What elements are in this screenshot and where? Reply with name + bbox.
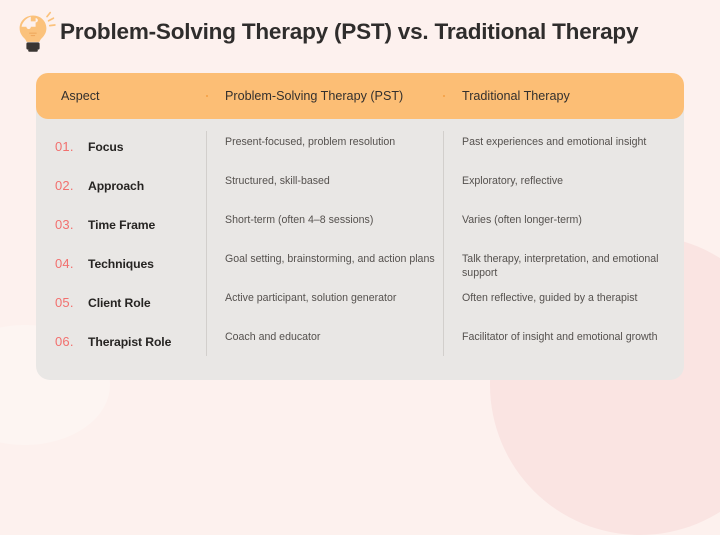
body-divider-1 bbox=[206, 131, 207, 356]
row-label: Techniques bbox=[88, 256, 154, 271]
table-row: 01. Focus Present-focused, problem resol… bbox=[36, 127, 684, 166]
cell-traditional: Facilitator of insight and emotional gro… bbox=[443, 322, 684, 345]
table-header-row: Aspect Problem-Solving Therapy (PST) Tra… bbox=[36, 73, 684, 119]
cell-traditional-text: Facilitator of insight and emotional gro… bbox=[462, 331, 658, 343]
column-header-pst: Problem-Solving Therapy (PST) bbox=[206, 89, 443, 103]
row-label: Client Role bbox=[88, 295, 151, 310]
cell-pst-text: Active participant, solution generator bbox=[225, 292, 397, 304]
cell-pst: Structured, skill-based bbox=[206, 166, 443, 189]
row-number: 04. bbox=[55, 256, 74, 271]
cell-pst-text: Coach and educator bbox=[225, 331, 321, 343]
cell-pst: Present-focused, problem resolution bbox=[206, 127, 443, 150]
cell-traditional-text: Often reflective, guided by a therapist bbox=[462, 292, 638, 304]
cell-aspect: 05. Client Role bbox=[36, 283, 206, 322]
column-header-traditional-label: Traditional Therapy bbox=[462, 89, 570, 103]
cell-pst: Coach and educator bbox=[206, 322, 443, 345]
page-title: Problem-Solving Therapy (PST) vs. Tradit… bbox=[60, 19, 639, 44]
cell-pst: Short-term (often 4–8 sessions) bbox=[206, 205, 443, 228]
cell-aspect: 01. Focus bbox=[36, 127, 206, 166]
header-divider-1 bbox=[206, 95, 208, 97]
row-number: 01. bbox=[55, 139, 74, 154]
comparison-table-card bbox=[36, 96, 684, 380]
column-header-pst-label: Problem-Solving Therapy (PST) bbox=[225, 89, 404, 103]
table-row: 05. Client Role Active participant, solu… bbox=[36, 283, 684, 322]
table-body: 01. Focus Present-focused, problem resol… bbox=[36, 127, 684, 361]
body-divider-2 bbox=[443, 131, 444, 356]
cell-traditional: Past experiences and emotional insight bbox=[443, 127, 684, 150]
cell-traditional: Exploratory, reflective bbox=[443, 166, 684, 189]
cell-traditional-text: Past experiences and emotional insight bbox=[462, 136, 647, 148]
cell-aspect: 04. Techniques bbox=[36, 244, 206, 283]
cell-pst: Goal setting, brainstorming, and action … bbox=[206, 244, 443, 267]
cell-pst-text: Short-term (often 4–8 sessions) bbox=[225, 214, 374, 226]
cell-traditional: Talk therapy, interpretation, and emotio… bbox=[443, 244, 684, 280]
column-header-aspect: Aspect bbox=[61, 89, 100, 103]
cell-traditional: Often reflective, guided by a therapist bbox=[443, 283, 684, 306]
lightbulb-puzzle-icon bbox=[19, 11, 56, 52]
row-number: 06. bbox=[55, 334, 74, 349]
cell-pst: Active participant, solution generator bbox=[206, 283, 443, 306]
cell-aspect: 03. Time Frame bbox=[36, 205, 206, 244]
row-label: Time Frame bbox=[88, 217, 156, 232]
row-label: Approach bbox=[88, 178, 145, 193]
row-label: Therapist Role bbox=[88, 334, 172, 349]
cell-traditional-text: Exploratory, reflective bbox=[462, 175, 564, 187]
table-row: 06. Therapist Role Coach and educator Fa… bbox=[36, 322, 684, 361]
cell-aspect: 06. Therapist Role bbox=[36, 322, 206, 361]
cell-traditional: Varies (often longer-term) bbox=[443, 205, 684, 228]
row-number: 05. bbox=[55, 295, 74, 310]
row-label: Focus bbox=[88, 139, 124, 154]
table-row: 02. Approach Structured, skill-based Exp… bbox=[36, 166, 684, 205]
cell-pst-text: Present-focused, problem resolution bbox=[225, 136, 396, 148]
cell-traditional-text: Talk therapy, interpretation, and emotio… bbox=[462, 253, 659, 279]
cell-pst-text: Goal setting, brainstorming, and action … bbox=[225, 253, 435, 265]
cell-aspect: 02. Approach bbox=[36, 166, 206, 205]
column-header-traditional: Traditional Therapy bbox=[443, 89, 684, 103]
row-number: 03. bbox=[55, 217, 74, 232]
page-header: Problem-Solving Therapy (PST) vs. Tradit… bbox=[10, 8, 710, 56]
cell-traditional-text: Varies (often longer-term) bbox=[462, 214, 582, 226]
cell-pst-text: Structured, skill-based bbox=[225, 175, 330, 187]
table-row: 04. Techniques Goal setting, brainstormi… bbox=[36, 244, 684, 283]
row-number: 02. bbox=[55, 178, 74, 193]
table-row: 03. Time Frame Short-term (often 4–8 ses… bbox=[36, 205, 684, 244]
header-divider-2 bbox=[443, 95, 445, 97]
